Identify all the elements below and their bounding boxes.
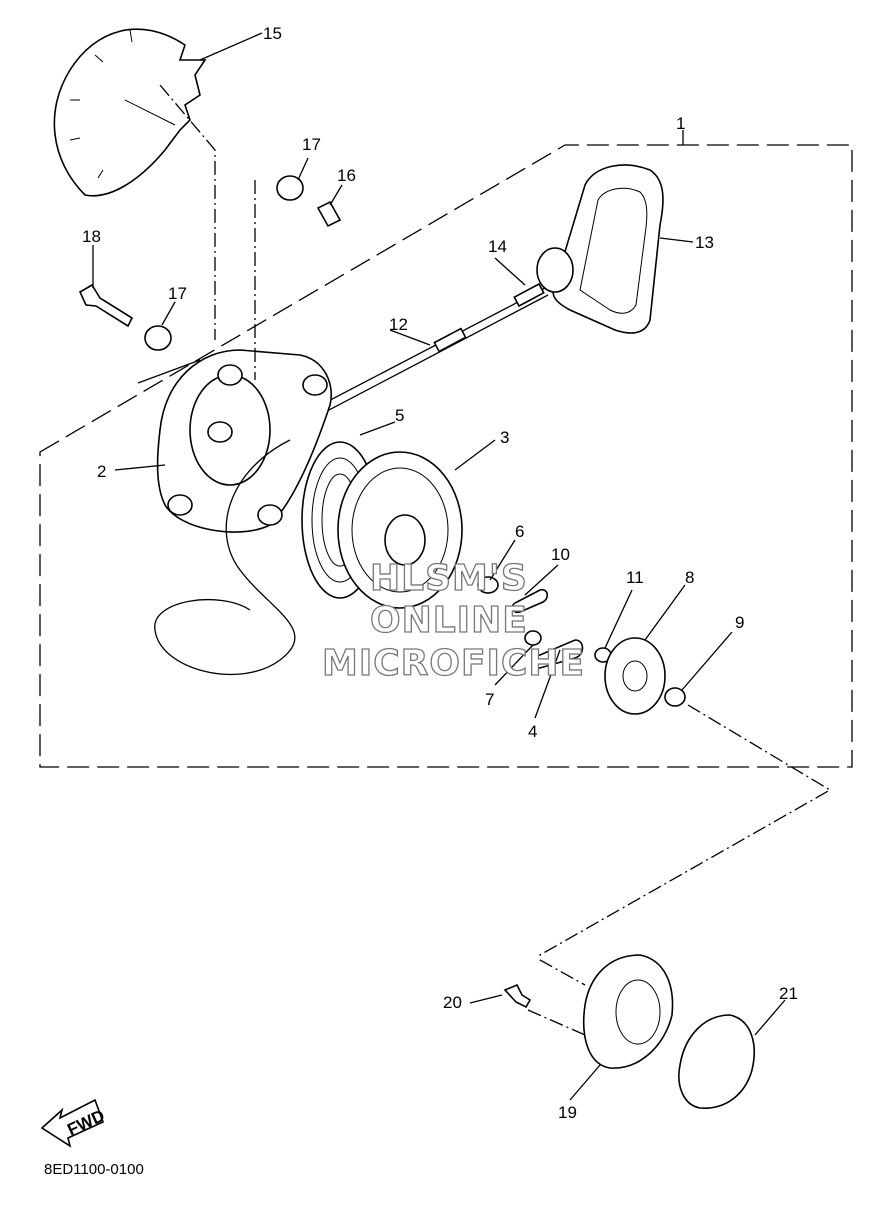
callout-20: 20 (443, 993, 462, 1012)
callout-2: 2 (97, 462, 106, 481)
handle-part (536, 164, 664, 334)
decal-part (53, 28, 207, 197)
callout-9: 9 (735, 613, 744, 632)
callout-3: 3 (500, 428, 509, 447)
bolt-part (78, 283, 134, 328)
callout-12: 12 (389, 315, 408, 334)
callout-16: 16 (337, 166, 356, 185)
callout-15: 15 (263, 24, 282, 43)
drawing-code: 8ED1100-0100 (44, 1161, 144, 1178)
watermark: HLSM'S ONLINE MICROFICHE (321, 557, 585, 684)
callout-5: 5 (395, 406, 404, 425)
callout-8: 8 (685, 568, 694, 587)
callout-1: 1 (676, 114, 685, 133)
cover-part (582, 954, 674, 1069)
callout-7: 7 (485, 690, 494, 709)
watermark-line-1: HLSM'S (370, 558, 528, 599)
callout-6: 6 (515, 522, 524, 541)
callout-21: 21 (779, 984, 798, 1003)
reel-part (337, 451, 463, 609)
collar-part (316, 200, 342, 228)
nut-part (664, 687, 686, 707)
gasket-part (678, 1014, 755, 1109)
bolt-small-part (503, 983, 532, 1009)
callout-19: 19 (558, 1103, 577, 1122)
callout-10: 10 (551, 545, 570, 564)
callout-14: 14 (488, 237, 507, 256)
callout-17-mid: 17 (168, 284, 187, 303)
cable (154, 439, 296, 676)
collar-mid-part (144, 325, 172, 351)
callout-4: 4 (528, 722, 537, 741)
friction-plate-part (511, 588, 549, 614)
callout-11: 11 (626, 568, 644, 587)
leader-line-cover (539, 704, 832, 986)
plate-part (604, 637, 666, 715)
collar-top-part (276, 175, 304, 201)
starter-case-part (156, 349, 332, 533)
pawl-part (477, 576, 499, 594)
callout-18: 18 (82, 227, 101, 246)
watermark-line-2: ONLINE (370, 600, 528, 641)
callout-17-top: 17 (302, 135, 321, 154)
callout-13: 13 (695, 233, 714, 252)
watermark-line-3: MICROFICHE (322, 643, 585, 684)
assembly-boundary (39, 144, 853, 768)
forward-arrow-icon: FWD (40, 1098, 108, 1148)
